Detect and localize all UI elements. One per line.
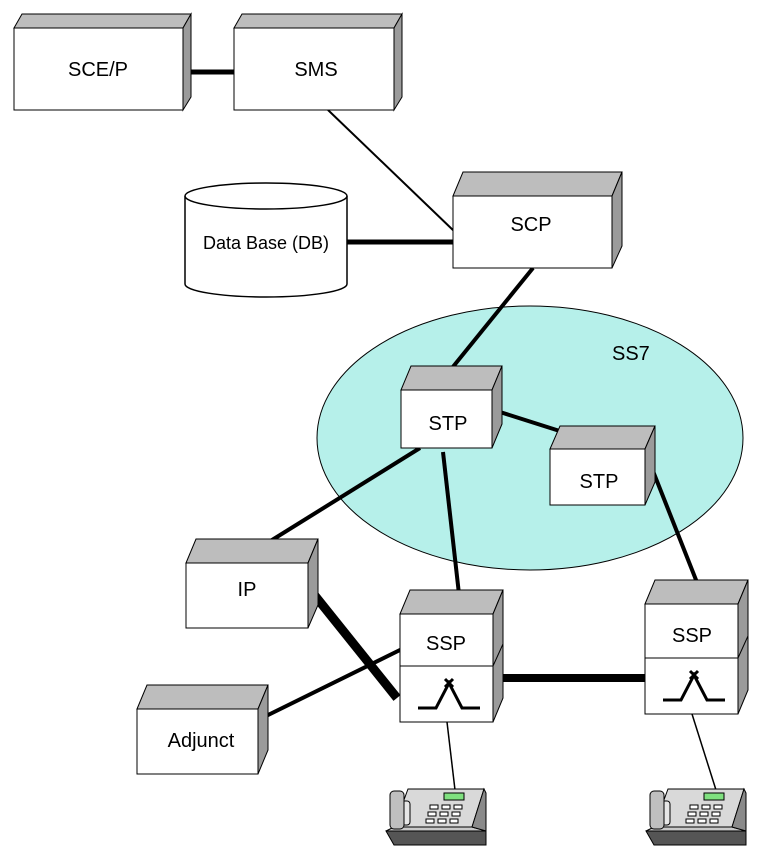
link-sms-scp	[327, 109, 456, 233]
ssp-right-label: SSP	[672, 625, 712, 647]
connectors	[185, 69, 717, 791]
scp-box: SCP	[452, 171, 623, 269]
link-ip-ssp	[308, 589, 401, 701]
ss7-label: SS7	[612, 343, 650, 365]
switch-icon	[418, 677, 480, 710]
telephone-right-icon	[645, 787, 747, 846]
scep-label: SCE/P	[68, 59, 128, 81]
link-stp-stp	[499, 410, 567, 435]
ssp-left-box: SSP	[399, 589, 504, 723]
stp-secondary-label: STP	[580, 471, 619, 493]
ss7-network-cloud	[316, 305, 744, 571]
database-cylinder: Data Base (DB)	[184, 182, 348, 298]
switch-icon	[663, 669, 725, 702]
scp-label: SCP	[510, 214, 551, 236]
link-adjunct-ssp	[261, 646, 405, 720]
ip-box: IP	[185, 538, 319, 629]
stp-main-box: STP	[400, 365, 503, 449]
sms-box: SMS	[233, 12, 403, 112]
telephone-left-icon	[385, 787, 487, 846]
scep-box: SCE/P	[13, 12, 192, 112]
ip-label: IP	[238, 579, 257, 601]
stp-main-label: STP	[429, 413, 468, 435]
ssp-left-label: SSP	[426, 633, 466, 655]
sms-label: SMS	[294, 59, 337, 81]
adjunct-box: Adjunct	[136, 684, 269, 775]
link-stp-ip	[262, 446, 422, 547]
link-stp-ssp-right	[649, 465, 702, 591]
line-ssp-left-phone	[446, 721, 456, 791]
ssp-right-box: SSP	[644, 579, 749, 715]
link-scp-stp	[450, 266, 535, 370]
stp-secondary-box: STP	[549, 425, 656, 506]
line-ssp-right-phone	[691, 713, 717, 791]
link-stp-ssp-left	[441, 451, 462, 604]
database-label: Data Base (DB)	[203, 233, 329, 253]
adjunct-label: Adjunct	[168, 730, 235, 752]
